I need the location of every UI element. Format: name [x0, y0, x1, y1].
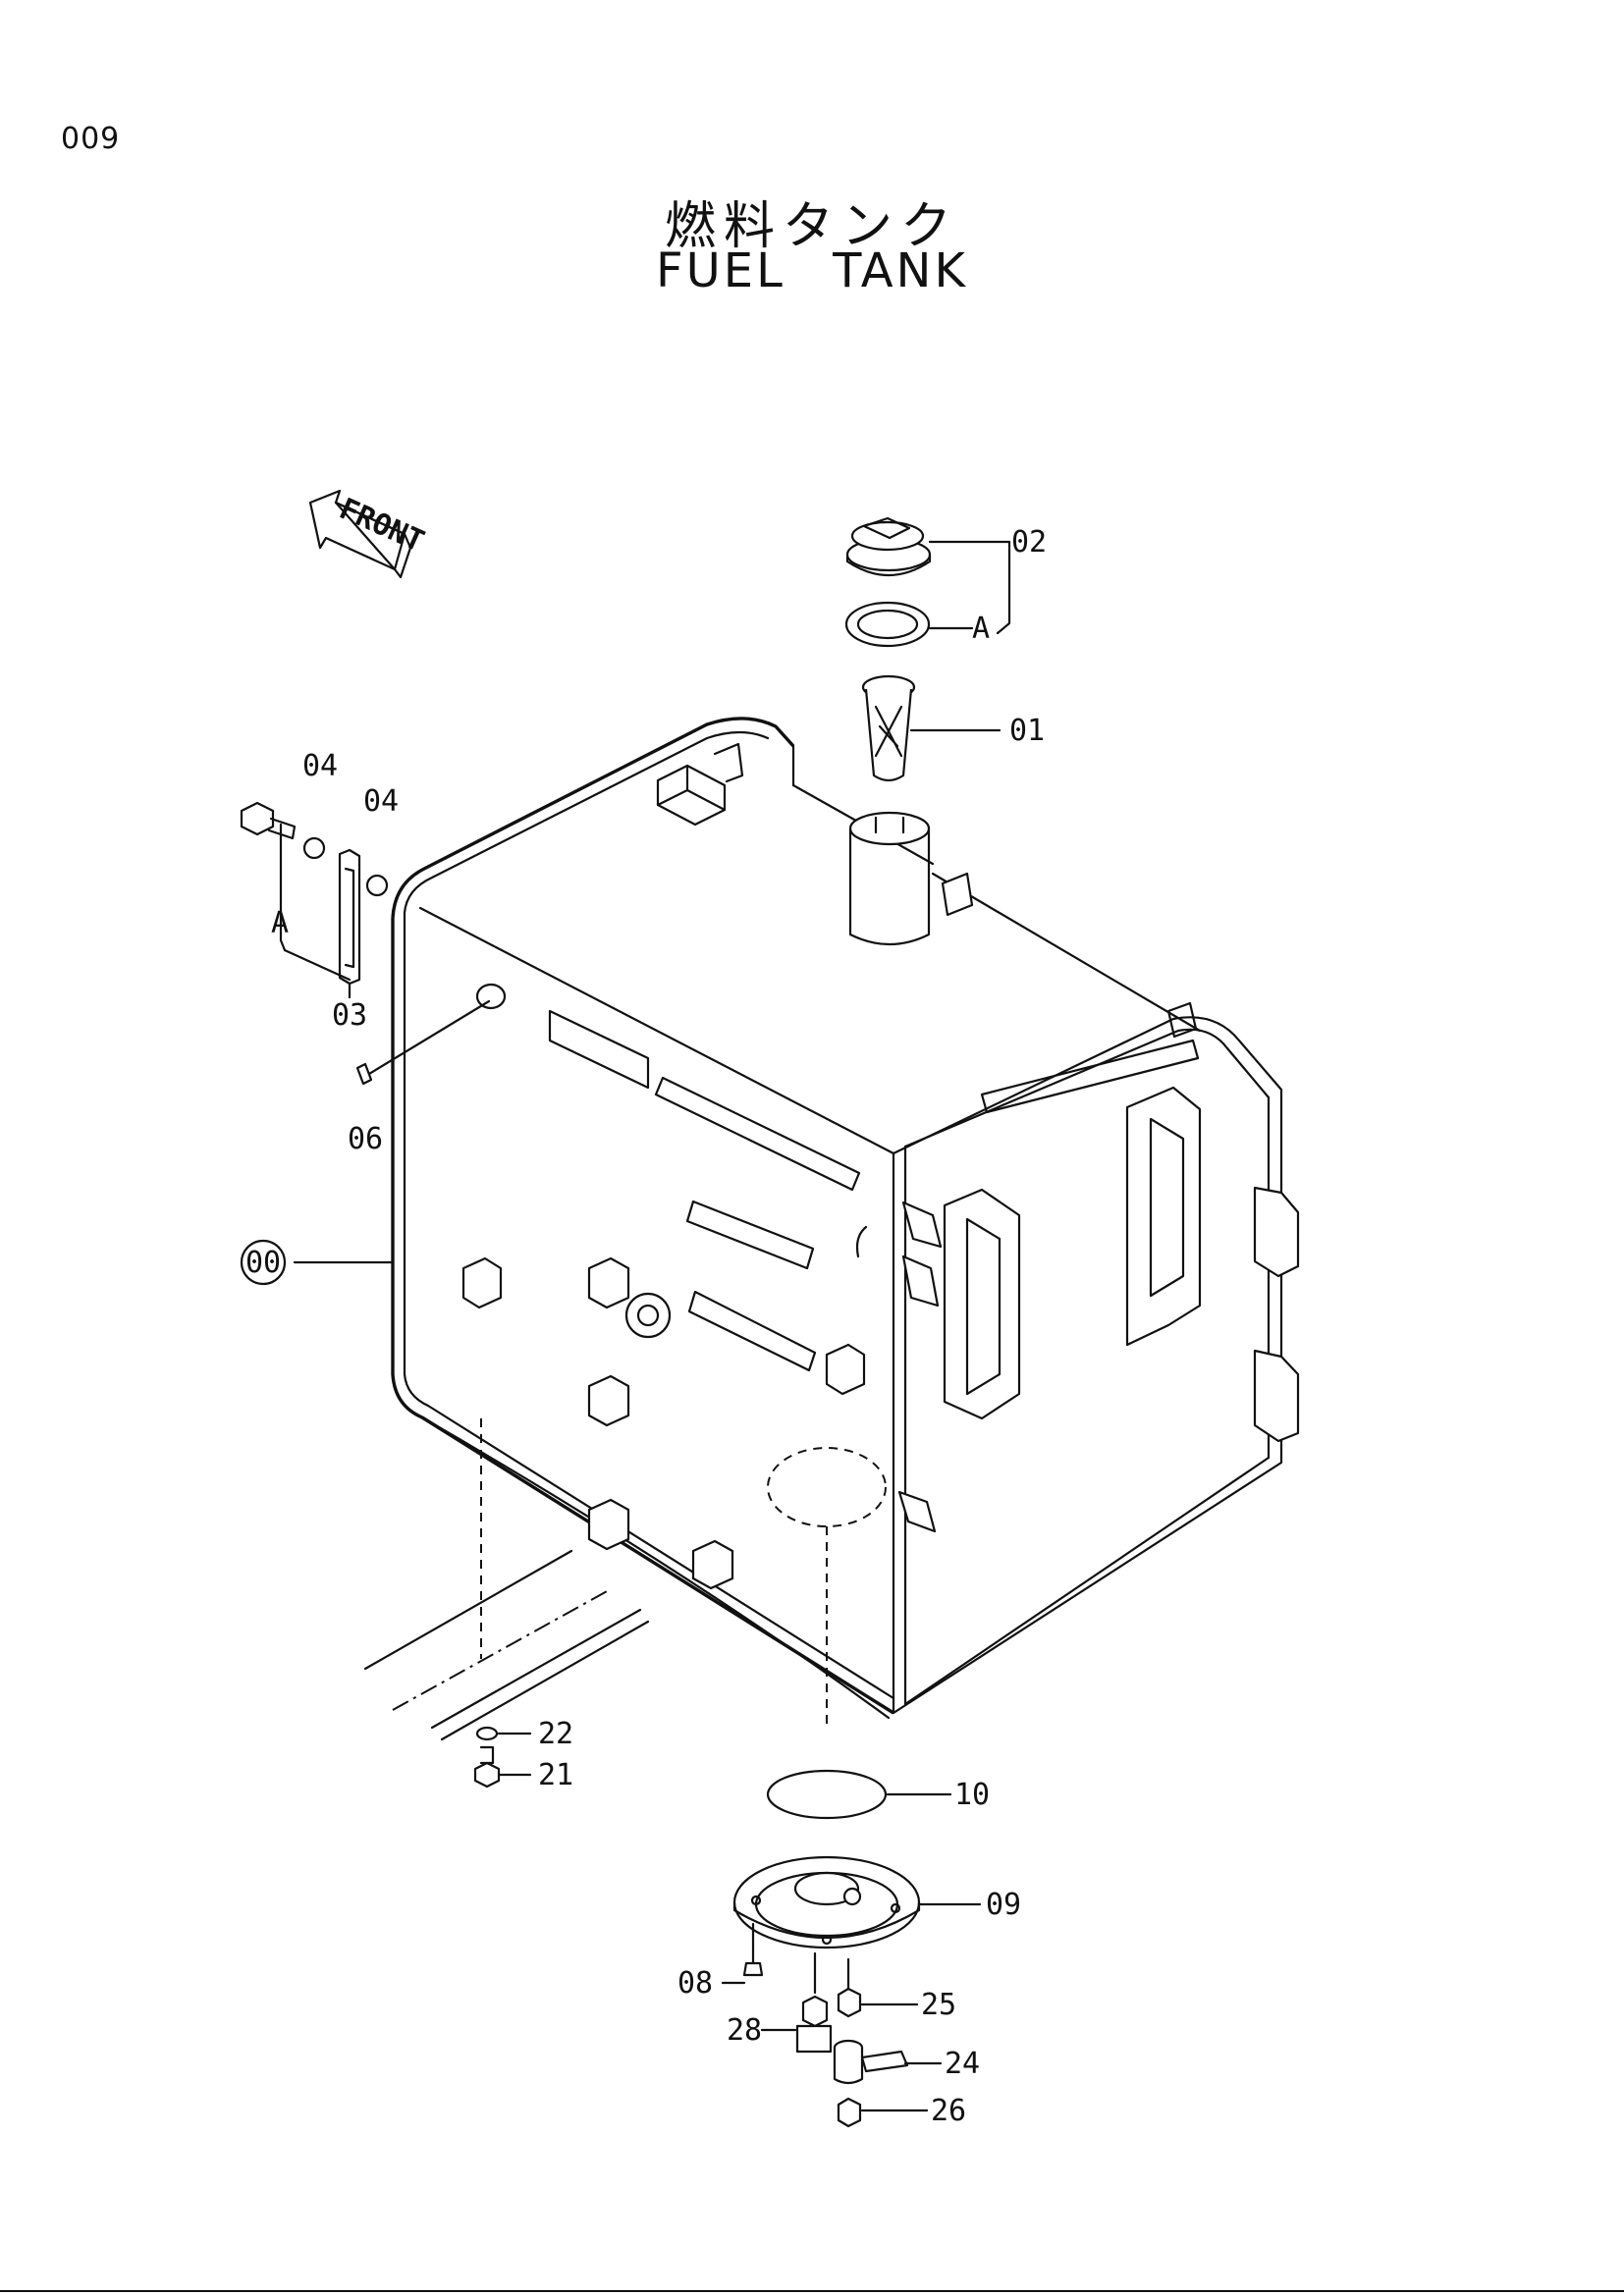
leader-lines [279, 540, 1011, 2112]
callout-02: 02 [1011, 525, 1047, 560]
side-handles [897, 1086, 1300, 1533]
fitting-25 [837, 1987, 862, 2018]
callout-04-left: 04 [302, 749, 338, 783]
top-bracket-left [656, 742, 744, 827]
drain-plug-06 [355, 999, 491, 1086]
callout-03: 03 [332, 998, 367, 1033]
bolt-08 [742, 1946, 764, 1977]
callout-00-circle [240, 1239, 287, 1286]
fitting-26 [837, 2097, 862, 2128]
page-number: 009 [61, 122, 121, 156]
title-japanese: 燃料タンク [664, 197, 959, 256]
washer-22 [475, 1726, 499, 1741]
callout-04-right: 04 [363, 784, 399, 819]
callout-10: 10 [954, 1778, 990, 1812]
top-bracket-right [941, 872, 974, 917]
cap-gasket [844, 601, 931, 648]
bolt-21 [473, 1745, 501, 1789]
fuel-tank-body [391, 717, 1283, 1720]
front-arrow-marker: FRONT [308, 489, 429, 579]
callout-28: 28 [727, 2013, 762, 2048]
frame-lines [363, 1549, 650, 1741]
callout-24: 24 [945, 2047, 980, 2081]
callout-22: 22 [538, 1717, 573, 1751]
callout-26: 26 [931, 2094, 966, 2128]
callout-ref-a-top: A [972, 612, 990, 646]
callout-06: 06 [348, 1122, 383, 1156]
gauge-bolt [240, 801, 389, 897]
valve-28 [795, 1995, 833, 2054]
level-gauge [338, 848, 361, 986]
cover-gasket-10 [766, 1769, 888, 1820]
bottom-cover-09 [732, 1855, 921, 1949]
filler-cap [845, 516, 932, 577]
callout-25: 25 [921, 1988, 956, 2022]
callout-00: 00 [245, 1246, 281, 1280]
callout-01: 01 [1009, 714, 1045, 748]
filler-neck [848, 811, 931, 946]
valve-24 [833, 2039, 909, 2085]
callout-21: 21 [538, 1758, 573, 1792]
bottom-access-hole [480, 1418, 887, 1728]
callout-08: 08 [677, 1966, 713, 2001]
filler-strainer [861, 674, 916, 782]
callout-ref-a-left: A [271, 906, 289, 940]
title-english: FUEL TANK [656, 243, 968, 298]
callout-09: 09 [986, 1888, 1021, 1922]
side-mounts [461, 983, 868, 1590]
